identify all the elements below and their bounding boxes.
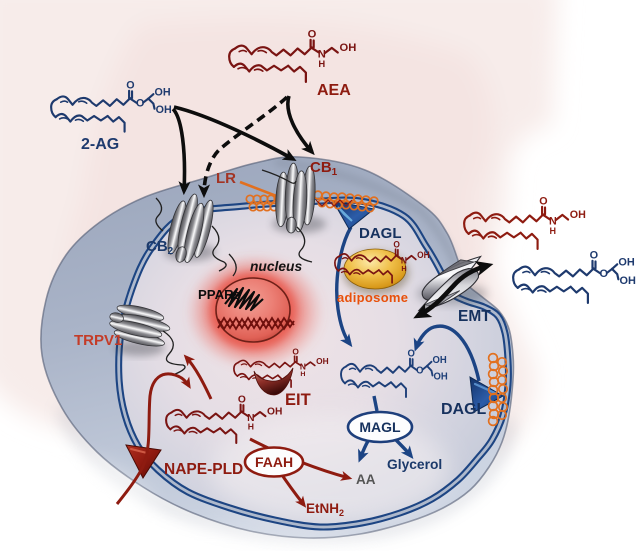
svg-text:LR: LR — [216, 170, 236, 187]
svg-text:AEA: AEA — [317, 82, 351, 99]
svg-text:CB1: CB1 — [310, 159, 338, 178]
svg-text:EMT: EMT — [458, 308, 491, 325]
svg-text:DAGL: DAGL — [359, 225, 402, 242]
svg-text:EIT: EIT — [285, 391, 311, 409]
svg-text:MAGL: MAGL — [359, 419, 401, 435]
svg-text:2-AG: 2-AG — [81, 136, 119, 153]
svg-text:NAPE-PLD: NAPE-PLD — [164, 461, 243, 478]
svg-text:nucleus: nucleus — [250, 259, 302, 274]
svg-text:Glycerol: Glycerol — [387, 457, 442, 472]
svg-text:EtNH2: EtNH2 — [306, 501, 344, 518]
svg-text:TRPV1: TRPV1 — [74, 332, 122, 349]
svg-text:adiposome: adiposome — [337, 290, 408, 305]
svg-text:FAAH: FAAH — [255, 454, 293, 470]
svg-text:AA: AA — [356, 472, 376, 487]
svg-text:DAGL: DAGL — [441, 401, 487, 418]
svg-text:CB2: CB2 — [146, 238, 174, 257]
svg-text:PPARs: PPARs — [198, 287, 241, 302]
